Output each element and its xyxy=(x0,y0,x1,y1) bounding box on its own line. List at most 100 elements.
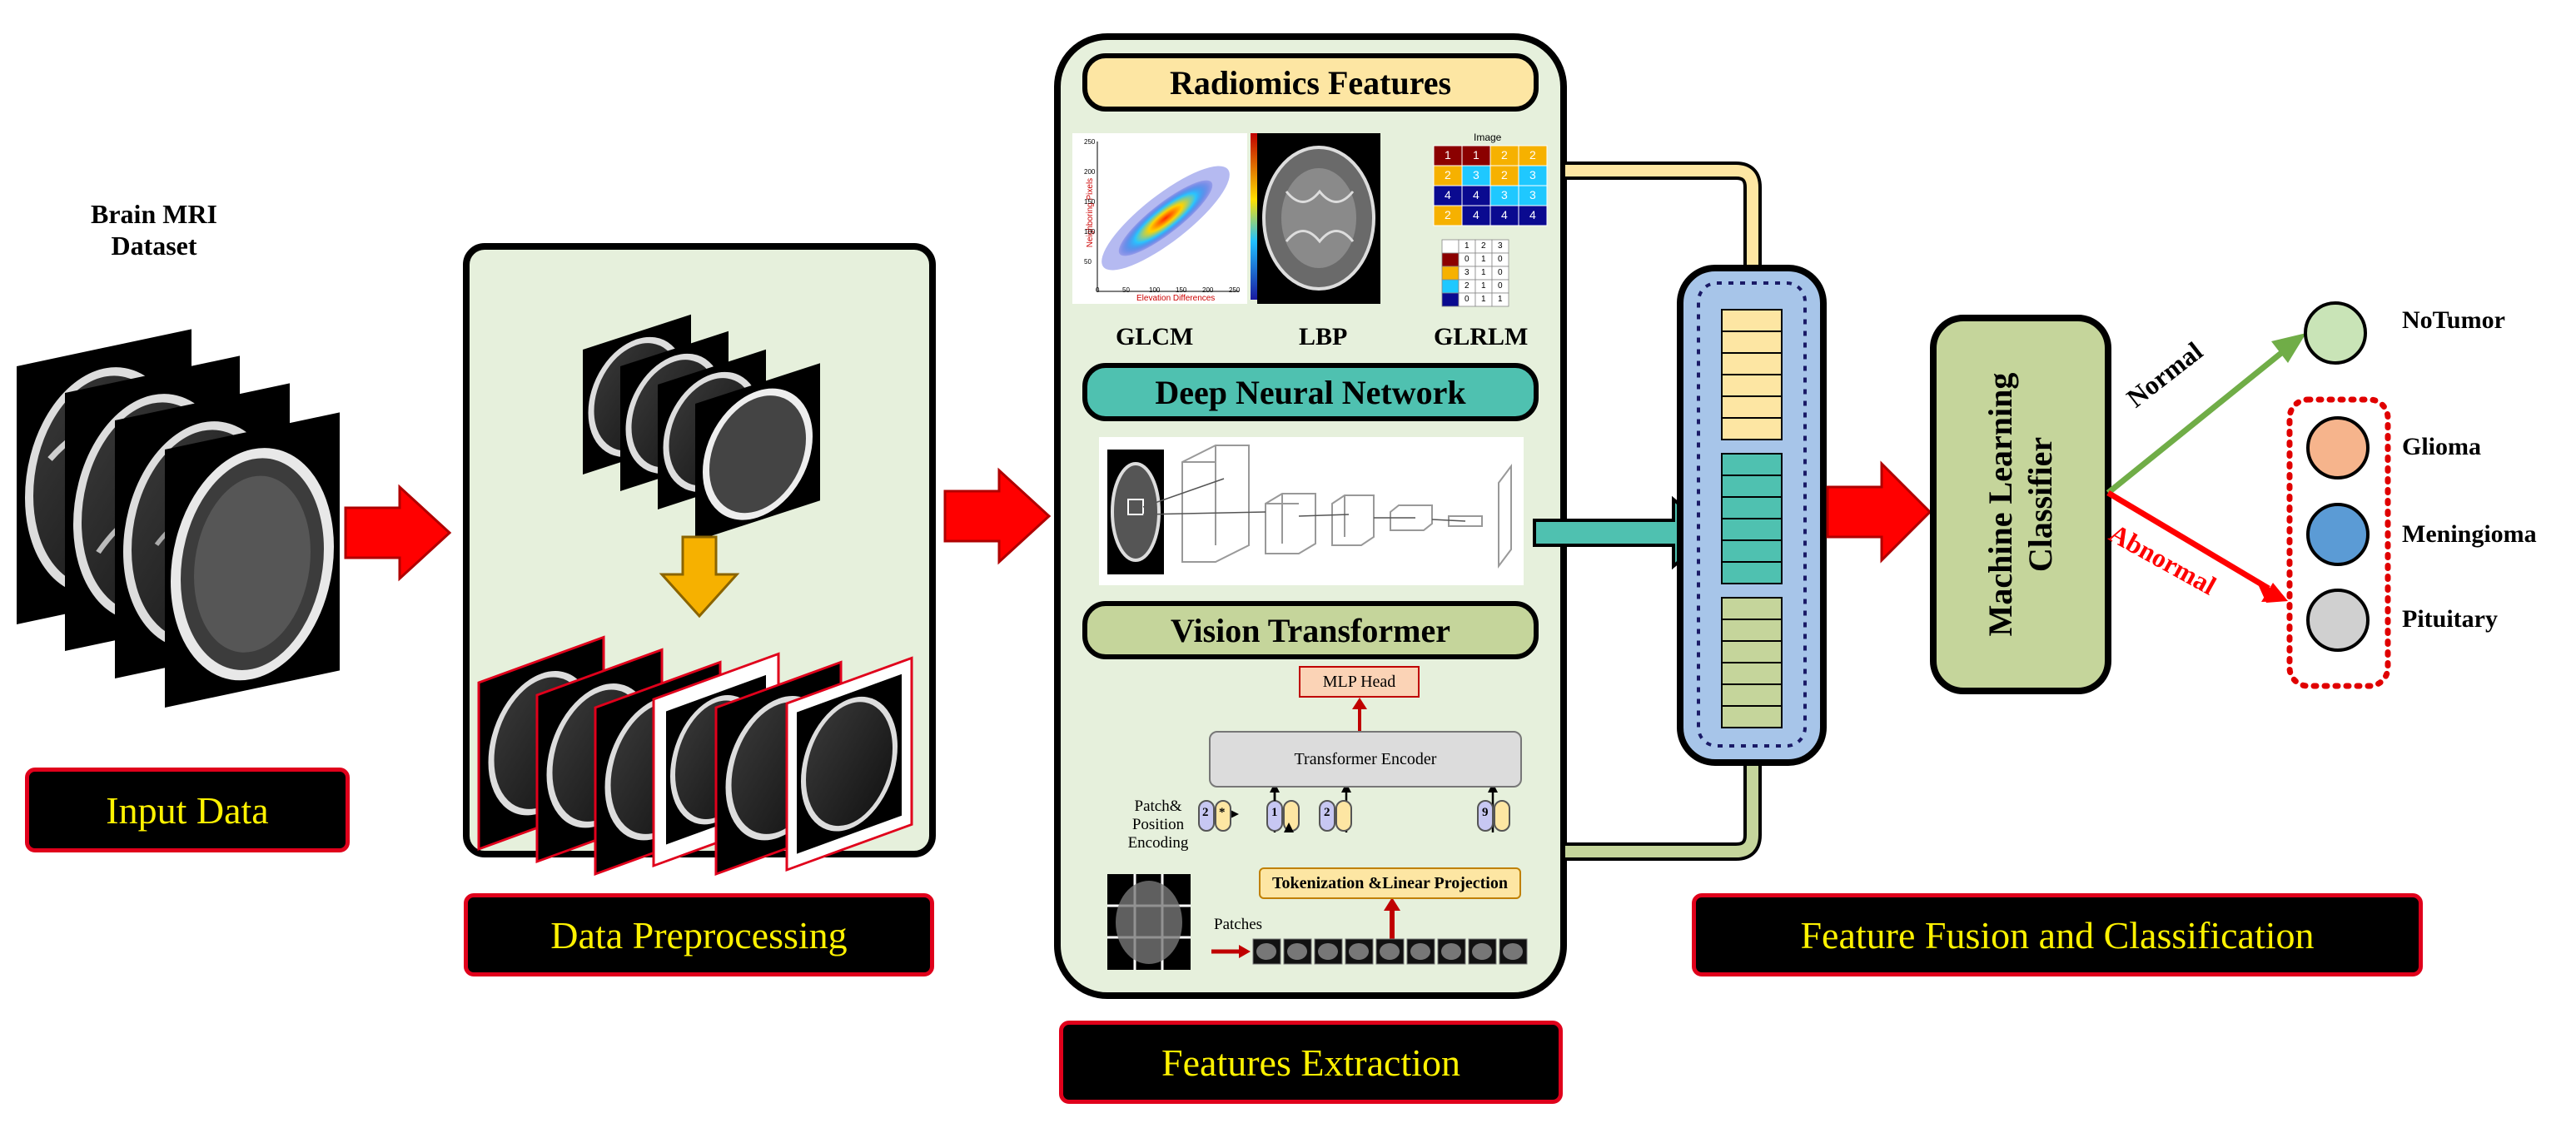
glrlm-matrix-value: 0 xyxy=(1498,268,1503,277)
fusion-feature-cell xyxy=(1721,619,1783,642)
feature-fusion-label: Feature Fusion and Classification xyxy=(1692,893,2423,976)
glrlm-figure xyxy=(1433,145,1548,307)
deep-neural-network-title: Deep Neural Network xyxy=(1082,363,1539,421)
glrlm-header-value: 1 xyxy=(1465,241,1470,251)
glcm-xtick: 250 xyxy=(1229,286,1241,294)
class-notumor-circle xyxy=(2304,301,2367,365)
classifier-box xyxy=(1930,315,2111,694)
fusion-feature-cell xyxy=(1721,640,1783,663)
glcm-ytick: 250 xyxy=(1084,138,1096,146)
glrlm-image-label: Image xyxy=(1474,132,1502,143)
glrlm-cell xyxy=(1489,145,1519,166)
fusion-feature-cell xyxy=(1721,662,1783,685)
fusion-feature-vector xyxy=(1721,309,1783,728)
glrlm-matrix-value: 1 xyxy=(1481,295,1486,304)
arrow-fusion-to-classifier xyxy=(1826,460,1932,564)
classifier-label: Machine Learning Classifier xyxy=(1981,373,2061,637)
patch-encoding-line2: Position xyxy=(1131,816,1185,833)
glrlm-cell-value: 4 xyxy=(1473,188,1479,201)
lbp-label: LBP xyxy=(1299,323,1348,350)
tokenization-box: Tokenization &Linear Projection xyxy=(1259,867,1521,899)
lbp-image xyxy=(1257,133,1380,304)
fusion-feature-cell xyxy=(1721,496,1783,519)
glrlm-matrix-value: 1 xyxy=(1498,295,1503,304)
vision-transformer-title: Vision Transformer xyxy=(1082,601,1539,659)
fusion-feature-cell xyxy=(1721,417,1783,440)
cnn-architecture xyxy=(1099,437,1524,585)
glrlm-cell-value: 1 xyxy=(1445,148,1451,161)
glcm-ytick: 100 xyxy=(1084,228,1096,236)
fusion-feature-cell xyxy=(1721,352,1783,375)
glrlm-matrix-value: 0 xyxy=(1498,281,1503,291)
abnormal-arrow xyxy=(2106,489,2270,592)
glrlm-matrix-value: 2 xyxy=(1465,281,1470,291)
class-glioma-label: Glioma xyxy=(2402,433,2481,460)
normal-arrow xyxy=(2106,347,2288,495)
radiomics-features-title: Radiomics Features xyxy=(1082,53,1539,112)
glrlm-cell-value: 4 xyxy=(1445,188,1451,201)
glcm-ytick: 200 xyxy=(1084,168,1096,176)
arrow-preprocessing-to-extraction xyxy=(943,467,1052,565)
glrlm-cell-value: 3 xyxy=(1473,168,1479,181)
glrlm-cell xyxy=(1518,185,1548,206)
fusion-feature-cell xyxy=(1721,683,1783,707)
glrlm-cell-value: 4 xyxy=(1473,208,1479,221)
fusion-feature-cell xyxy=(1721,475,1783,498)
patch-encoding-line3: Encoding xyxy=(1127,834,1189,852)
glrlm-matrix-value: 0 xyxy=(1498,255,1503,264)
fusion-feature-cell xyxy=(1721,453,1783,476)
glrlm-cell-value: 2 xyxy=(1445,208,1451,221)
patch-encoding-line1: Patch& xyxy=(1134,798,1182,815)
class-pituitary-circle xyxy=(2306,589,2370,652)
fusion-feature-cell xyxy=(1721,518,1783,541)
mlp-head-box: MLP Head xyxy=(1299,666,1420,698)
glcm-xtick: 100 xyxy=(1149,286,1161,294)
arrow-vit-to-fusion xyxy=(1565,753,1762,861)
token-1: * xyxy=(1219,806,1226,819)
glrlm-cell-value: 2 xyxy=(1501,168,1508,181)
token-4: 9 xyxy=(1482,806,1489,819)
glrlm-matrix-value: 0 xyxy=(1465,255,1470,264)
glcm-xtick: 200 xyxy=(1202,286,1214,294)
glrlm-matrix-value: 3 xyxy=(1465,268,1470,277)
patch-position-encoding-label: Patch& Position Encoding xyxy=(1112,798,1204,852)
tokenization-label: Tokenization &Linear Projection xyxy=(1272,873,1508,892)
input-mri-stack xyxy=(17,329,340,708)
dataset-title-line2: Dataset xyxy=(111,231,197,261)
classifier-line2: Classifier xyxy=(2022,436,2059,573)
preprocessing-top-stack xyxy=(583,314,820,541)
glrlm-cell xyxy=(1518,165,1548,186)
token-0: 2 xyxy=(1202,806,1209,819)
glcm-xtick: 0 xyxy=(1096,286,1100,294)
class-notumor-label: NoTumor xyxy=(2402,306,2505,334)
fusion-feature-cell xyxy=(1721,597,1783,620)
glrlm-cell-value: 2 xyxy=(1445,168,1451,181)
abnormal-classes-group xyxy=(2286,396,2391,689)
class-meningioma-circle xyxy=(2306,503,2370,566)
glrlm-label: GLRLM xyxy=(1434,323,1529,350)
classifier-line1: Machine Learning xyxy=(1982,372,2019,637)
fusion-feature-cell xyxy=(1721,561,1783,584)
transformer-encoder-box: Transformer Encoder xyxy=(1209,731,1522,788)
glrlm-matrix-value: 1 xyxy=(1481,281,1486,291)
glrlm-cell xyxy=(1433,205,1463,226)
arrow-input-to-preprocessing xyxy=(344,484,452,582)
glcm-ylabel: Neighboring Pixels xyxy=(1086,177,1096,248)
preprocessing-augmented-slices xyxy=(477,635,913,877)
glrlm-matrix-value: 0 xyxy=(1465,295,1470,304)
glrlm-header-value: 3 xyxy=(1498,241,1503,251)
glrlm-matrix-value: 1 xyxy=(1481,268,1486,277)
mlp-head-label: MLP Head xyxy=(1322,672,1396,691)
fusion-feature-cell xyxy=(1721,395,1783,419)
vit-architecture xyxy=(1107,698,1528,970)
arrow-augmentation xyxy=(659,535,740,619)
glrlm-header-value: 2 xyxy=(1481,241,1486,251)
glrlm-cell-value: 1 xyxy=(1473,148,1479,161)
glrlm-cell-value: 3 xyxy=(1529,188,1536,201)
fusion-feature-cell xyxy=(1721,705,1783,728)
glrlm-cell-value: 3 xyxy=(1501,188,1508,201)
glcm-plot xyxy=(1072,133,1261,304)
class-meningioma-label: Meningioma xyxy=(2402,520,2537,548)
glrlm-cell xyxy=(1518,205,1548,226)
